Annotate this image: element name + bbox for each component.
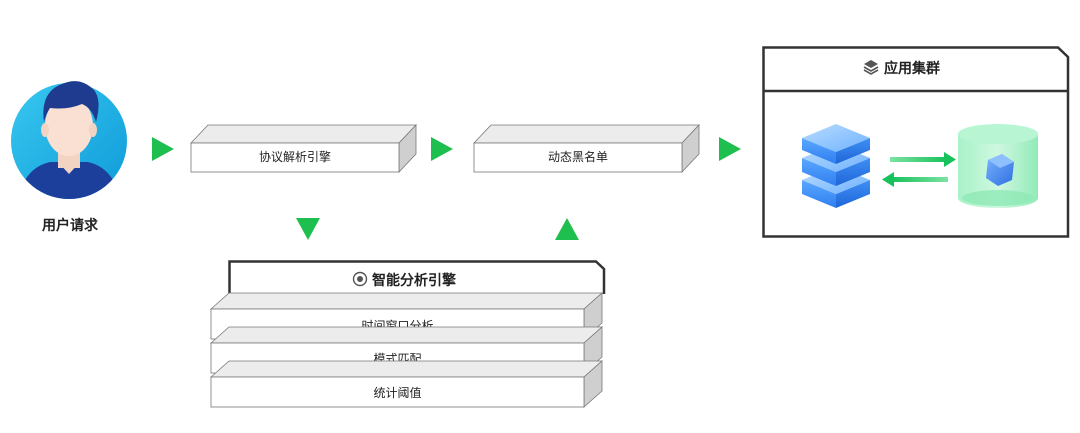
analysis-layer-3 (210, 360, 604, 408)
eye-target-icon (352, 271, 368, 287)
arrow-right-icon (431, 137, 453, 161)
protocol-engine-box (190, 124, 417, 174)
arrow-right-icon (719, 137, 741, 161)
protocol-engine-label: 协议解析引擎 (258, 150, 331, 164)
arrow-down-icon (296, 218, 320, 240)
blacklist-label: 动态黑名单 (547, 150, 608, 164)
arrow-up-icon (555, 218, 579, 240)
user-request-label: 用户请求 (42, 218, 98, 234)
bidirectional-arrows-icon (882, 152, 956, 187)
blacklist-box (473, 124, 700, 174)
database-cylinder-icon (958, 124, 1038, 208)
user-avatar (11, 81, 127, 199)
analysis-layer-label: 统计阈值 (373, 386, 422, 400)
app-cluster-title: 应用集群 (884, 61, 940, 77)
analysis-engine-title: 智能分析引擎 (372, 273, 456, 289)
layers-icon (862, 58, 880, 76)
server-stack-icon (802, 124, 870, 208)
arrow-right-icon (152, 137, 174, 161)
analysis-engine-panel (228, 260, 606, 294)
